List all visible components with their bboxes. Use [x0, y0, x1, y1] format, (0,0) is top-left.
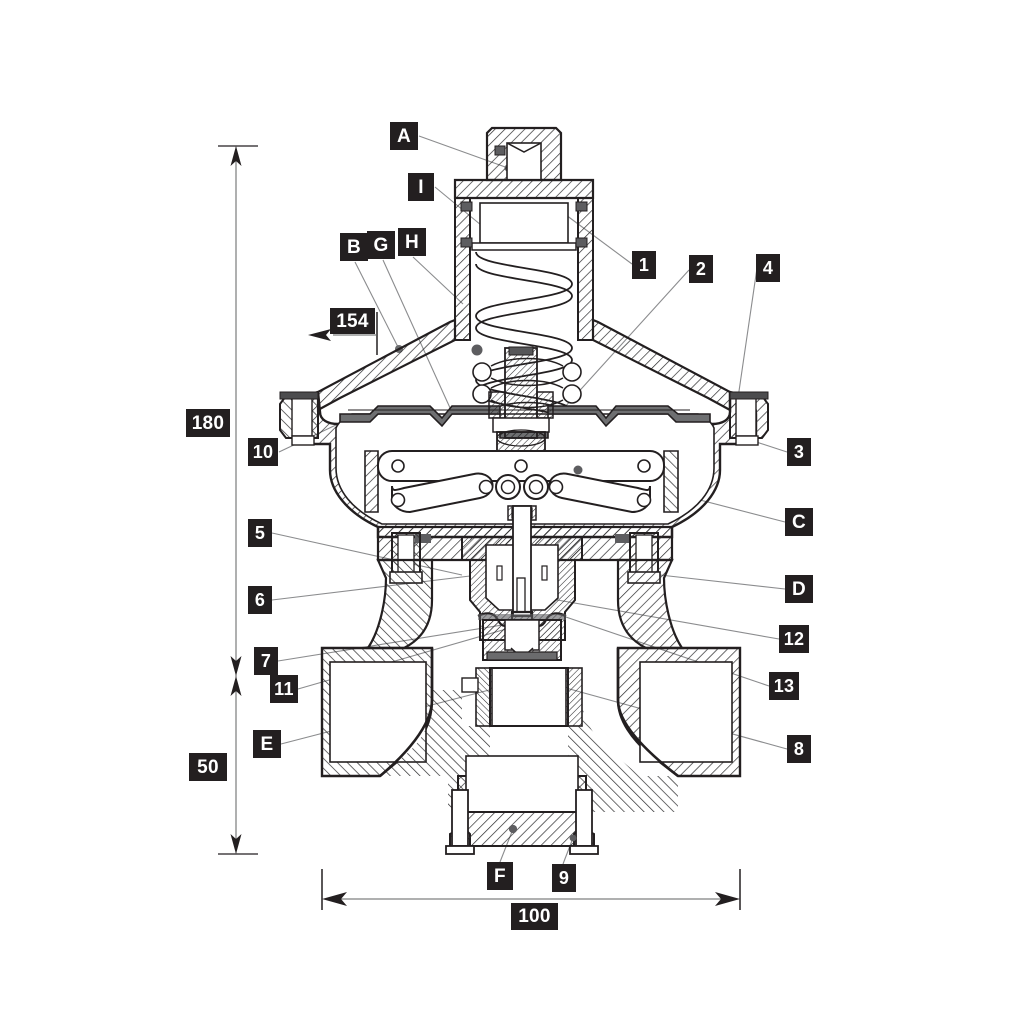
dimension-label-154: 154 [330, 308, 375, 334]
spring-bonnet [453, 178, 595, 341]
callout-1[interactable]: 1 [632, 251, 656, 279]
valve-body [320, 646, 742, 855]
callout-I[interactable]: I [408, 173, 434, 201]
callout-6[interactable]: 6 [248, 586, 272, 614]
callout-2[interactable]: 2 [689, 255, 713, 283]
callout-A[interactable]: A [390, 122, 418, 150]
bonnet-bolt-left [279, 391, 319, 446]
bonnet-bolt-right [729, 391, 769, 446]
callout-B[interactable]: B [340, 233, 368, 261]
callout-5[interactable]: 5 [248, 519, 272, 547]
callout-H[interactable]: H [398, 228, 426, 256]
callout-3[interactable]: 3 [787, 438, 811, 466]
callout-F[interactable]: F [487, 862, 513, 890]
callout-8[interactable]: 8 [787, 735, 811, 763]
callout-E[interactable]: E [253, 730, 281, 758]
body-outline [379, 648, 679, 778]
callout-9[interactable]: 9 [552, 864, 576, 892]
seat-cage-assembly [461, 505, 583, 661]
adjusting-screw-cap [485, 126, 563, 182]
dimension-label-100: 100 [511, 903, 558, 930]
valve-assembly [279, 126, 769, 855]
dimension-label-50: 50 [189, 753, 227, 781]
dimension-label-180: 180 [186, 409, 230, 437]
callout-10[interactable]: 10 [248, 438, 278, 466]
callout-C[interactable]: C [785, 508, 813, 536]
lower-cone [365, 558, 685, 650]
dimension-lines-group [218, 145, 741, 910]
callout-4[interactable]: 4 [756, 254, 780, 282]
lever-linkage [364, 450, 679, 521]
callout-11[interactable]: 11 [270, 675, 298, 703]
callout-G[interactable]: G [367, 231, 395, 259]
callout-12[interactable]: 12 [779, 625, 809, 653]
callout-D[interactable]: D [785, 575, 813, 603]
callout-7[interactable]: 7 [254, 647, 278, 675]
callout-13[interactable]: 13 [769, 672, 799, 700]
